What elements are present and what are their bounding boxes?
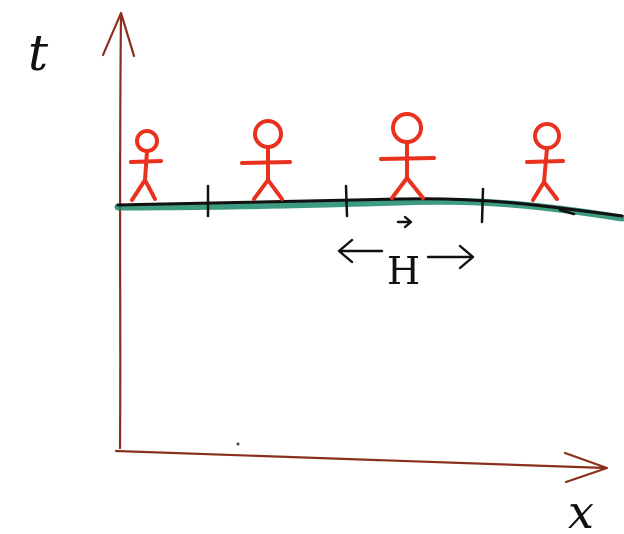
- t-axis-arrowhead: [101, 11, 136, 58]
- spacing-label: H: [387, 249, 420, 293]
- tick-mark: [344, 184, 349, 218]
- t-axis: [101, 11, 136, 450]
- t-axis-label: t: [28, 24, 49, 82]
- stick-figure-icon: [525, 122, 565, 202]
- observer-figures: [129, 112, 565, 202]
- spacing-annotation: [337, 215, 475, 270]
- equal-time-line-stroke: [116, 197, 624, 218]
- left-arrow-head: [337, 238, 354, 264]
- stick-figure-icon: [240, 119, 292, 201]
- x-axis-label: x: [568, 485, 594, 534]
- stick-figure-icon: [379, 112, 436, 200]
- spacing-ticks: [206, 184, 485, 224]
- right-arrow-head: [458, 244, 475, 270]
- ink-dot: [236, 442, 240, 446]
- stick-figure-icon: [129, 129, 163, 202]
- x-axis-line: [114, 449, 608, 470]
- vector-arrow-head-over-h: [403, 215, 413, 229]
- t-axis-line: [118, 12, 123, 450]
- x-axis: [114, 449, 609, 484]
- line-tick-mark: [558, 208, 576, 216]
- x-axis-arrowhead: [563, 451, 609, 484]
- tick-mark: [480, 187, 485, 224]
- equal-time-line: [114, 197, 624, 222]
